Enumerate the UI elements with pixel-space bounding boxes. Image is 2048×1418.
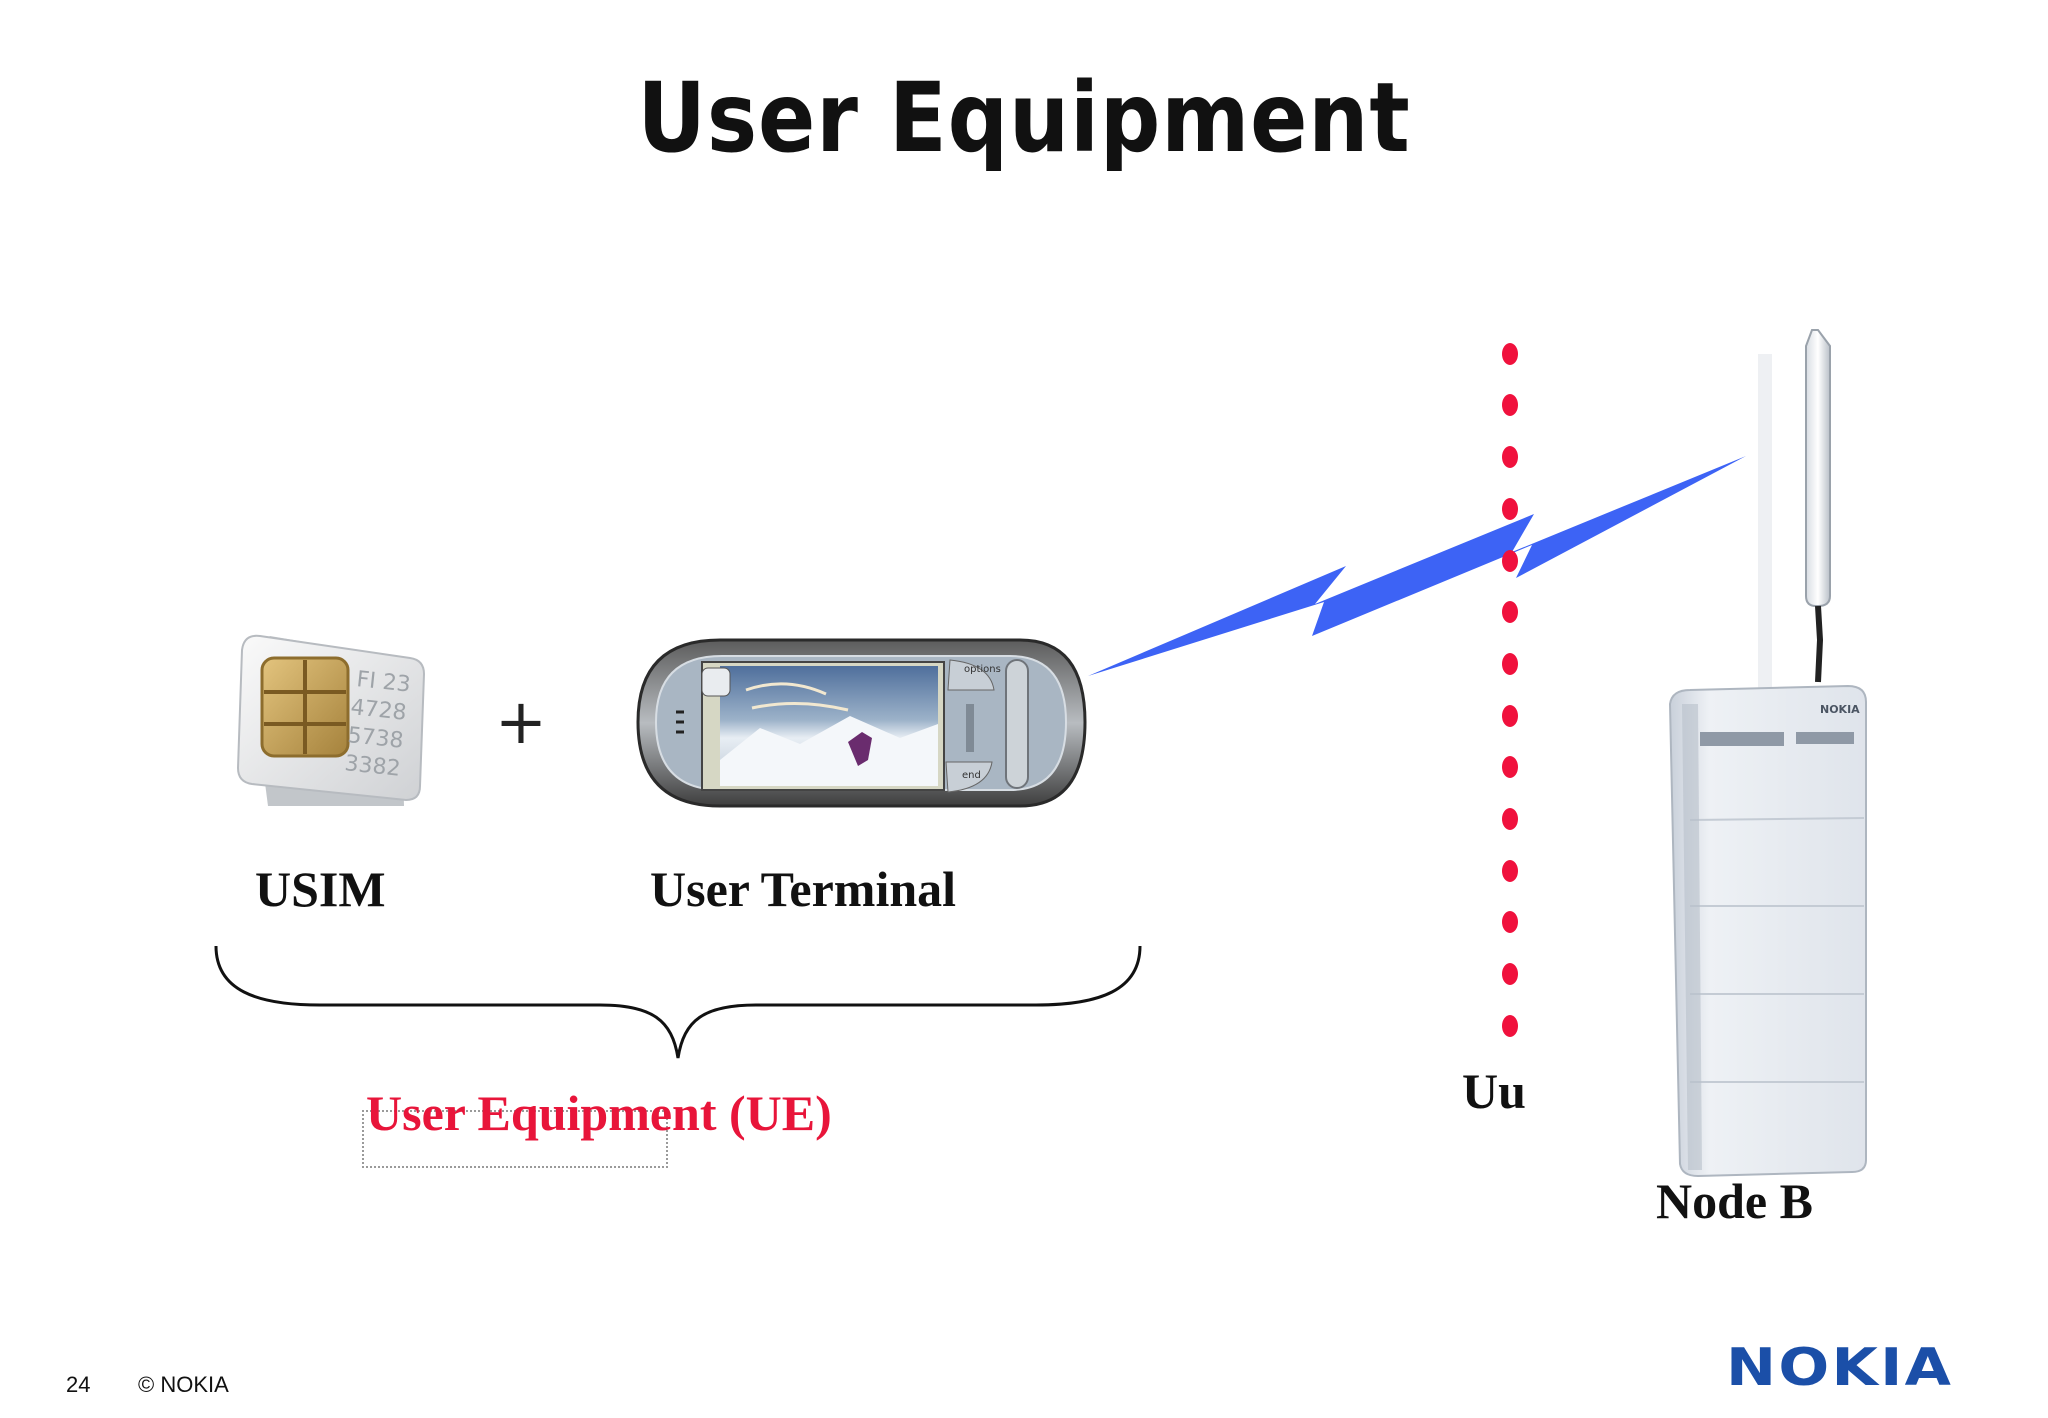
- nokia-logo: NOKIA: [1726, 1338, 1954, 1398]
- sim-line: 5738: [346, 723, 404, 754]
- sim-line: 4728: [349, 695, 407, 726]
- phone-icon: options end: [636, 638, 1087, 808]
- sim-line: FI 23: [355, 667, 411, 698]
- base-station-icon: NOKIA: [1668, 329, 1867, 1178]
- uu-interface-label: Uu: [1462, 1063, 1526, 1119]
- sim-line: 3382: [343, 751, 401, 782]
- softkey-options: options: [964, 664, 1001, 675]
- user-equipment-label: User Equipment (UE): [366, 1085, 832, 1141]
- uu-dotted-line: [1502, 343, 1518, 1037]
- copyright-text: © NOKIA: [138, 1372, 229, 1397]
- node-b-brand: NOKIA: [1820, 703, 1860, 716]
- user-terminal-label: User Terminal: [650, 861, 957, 917]
- page-title: User Equipment: [637, 62, 1411, 174]
- usim-label: USIM: [255, 861, 386, 917]
- curly-brace-icon: [214, 945, 1142, 1059]
- node-b-label: Node B: [1656, 1173, 1813, 1229]
- slide-number: 24: [66, 1372, 91, 1397]
- lightning-bolt-icon: [1088, 456, 1746, 676]
- softkey-end: end: [962, 770, 981, 781]
- sim-card-icon: FI 23 4728 5738 3382: [236, 634, 426, 806]
- ue-text-box: [362, 1110, 668, 1168]
- plus-sign: +: [495, 685, 547, 758]
